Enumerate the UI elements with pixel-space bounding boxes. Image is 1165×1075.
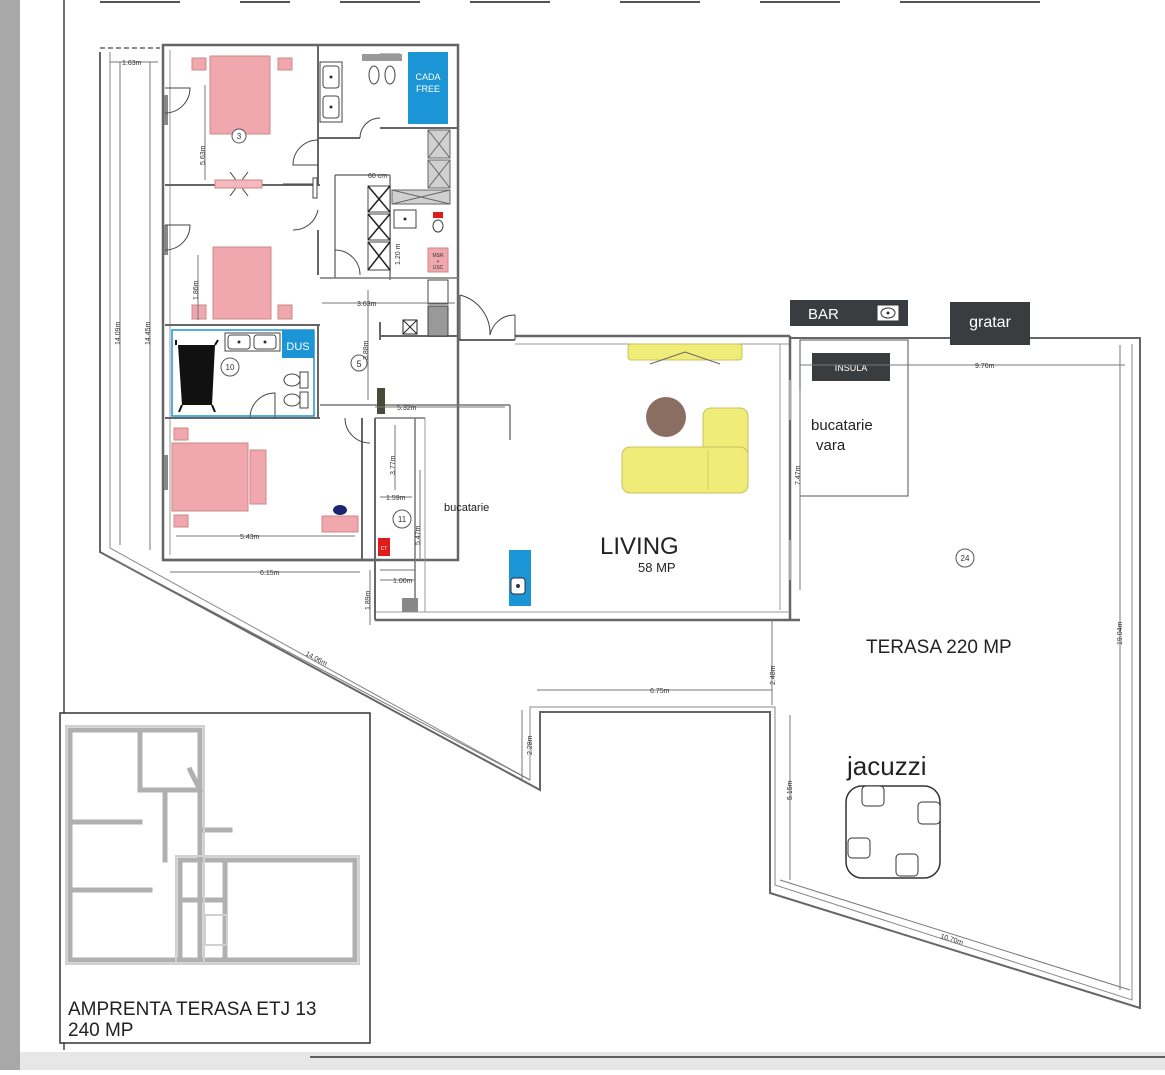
washer-label-2: + — [437, 259, 440, 265]
dimension-lines — [110, 61, 1131, 991]
bathtub-free: CADA FREE — [408, 52, 448, 124]
living-furniture — [621, 343, 749, 494]
kitchen-fixtures: CT — [377, 388, 531, 612]
dim-10-70: 10.70m — [939, 933, 964, 947]
bathtub-label-2: FREE — [416, 84, 440, 94]
left-margin-bar — [0, 0, 20, 1070]
dim-6-15: 6.15m — [260, 570, 280, 577]
dim-3-77: 3.77m — [390, 455, 397, 475]
top-bathroom-fixtures — [319, 54, 402, 123]
dim-14-09: 14.09m — [115, 321, 122, 345]
dim-5-43: 5.43m — [240, 534, 260, 541]
bed-room-3 — [191, 55, 293, 135]
footprint-inset: AMPRENTA TERASA ETJ 13 240 MP — [59, 712, 371, 1044]
cabinet-width-note: 60 cm — [368, 173, 387, 180]
footprint-area: 240 MP — [68, 1020, 133, 1041]
door-swings — [164, 87, 516, 444]
svg-text:10: 10 — [226, 363, 235, 372]
dim-3-63: 3.63m — [357, 301, 377, 308]
dim-1-63: 1.63m — [122, 60, 142, 67]
dim-3-88: 3.88m — [363, 340, 370, 360]
bathtub-label: CADA — [415, 72, 440, 82]
room-number-11: 11 — [392, 509, 412, 529]
bed-room-2 — [191, 246, 293, 320]
living-area-label: 58 MP — [638, 560, 676, 575]
footprint-title: AMPRENTA TERASA ETJ 13 — [68, 999, 316, 1020]
svg-text:5: 5 — [356, 359, 361, 369]
wardrobes — [214, 171, 318, 199]
dim-14-45: 14.45m — [145, 321, 152, 345]
washer-label-3: USC — [433, 265, 444, 271]
dim-7-47: 7.47m — [795, 465, 802, 485]
dim-9-76: 9.76m — [975, 363, 995, 370]
dim-2-48: 2.48m — [770, 665, 777, 685]
summer-kitchen-label-1: bucatarie — [811, 417, 873, 434]
storage-crosses — [367, 129, 451, 337]
dim-1-86: 1.86m — [193, 280, 200, 300]
svg-text:3: 3 — [237, 132, 242, 141]
dim-5-47: 5.47m — [415, 525, 422, 545]
jacuzzi-label: jacuzzi — [846, 751, 926, 781]
bathroom-10: DUS — [171, 329, 315, 417]
bottom-strip — [20, 1052, 1165, 1070]
svg-text:11: 11 — [398, 515, 407, 524]
dim-6-75: 6.75m — [650, 688, 670, 695]
dim-2-28: 2.28m — [527, 735, 534, 755]
dim-19-04: 19.04m — [1117, 621, 1124, 645]
dim-1-20: 1.20 m — [395, 243, 402, 265]
island-label: INSULA — [835, 363, 868, 373]
shower-label: DUS — [286, 341, 309, 353]
summer-kitchen-label-2: vara — [816, 437, 846, 454]
summer-kitchen-area: BAR INSULA gratar — [790, 300, 1030, 497]
dim-5-32: 5.32m — [397, 405, 417, 412]
guest-bathroom: MSR + USC — [393, 209, 449, 273]
grill-label: gratar — [969, 314, 1011, 331]
svg-text:24: 24 — [961, 554, 970, 563]
dim-5-63: 5.63m — [200, 145, 207, 165]
room-number-24: 24 — [955, 548, 975, 568]
dim-1-00: 1.00m — [393, 578, 413, 585]
boiler-label: CT — [381, 546, 388, 552]
room-number-3: 3 — [231, 128, 247, 144]
living-label: LIVING — [600, 533, 679, 560]
dim-1-59: 1.59m — [386, 495, 406, 502]
terrace-label: TERASA 220 MP — [866, 637, 1012, 658]
bed-room-main — [171, 427, 359, 533]
washer-label: MSR — [432, 253, 444, 259]
dim-1-89: 1.89m — [365, 590, 372, 610]
bar-label: BAR — [808, 306, 839, 323]
dim-5-15: 5.15m — [787, 780, 794, 800]
room-number-10: 10 — [220, 357, 240, 377]
kitchen-label: bucatarie — [444, 502, 489, 514]
room-number-5: 5 — [350, 354, 368, 372]
jacuzzi-tub — [845, 785, 941, 879]
